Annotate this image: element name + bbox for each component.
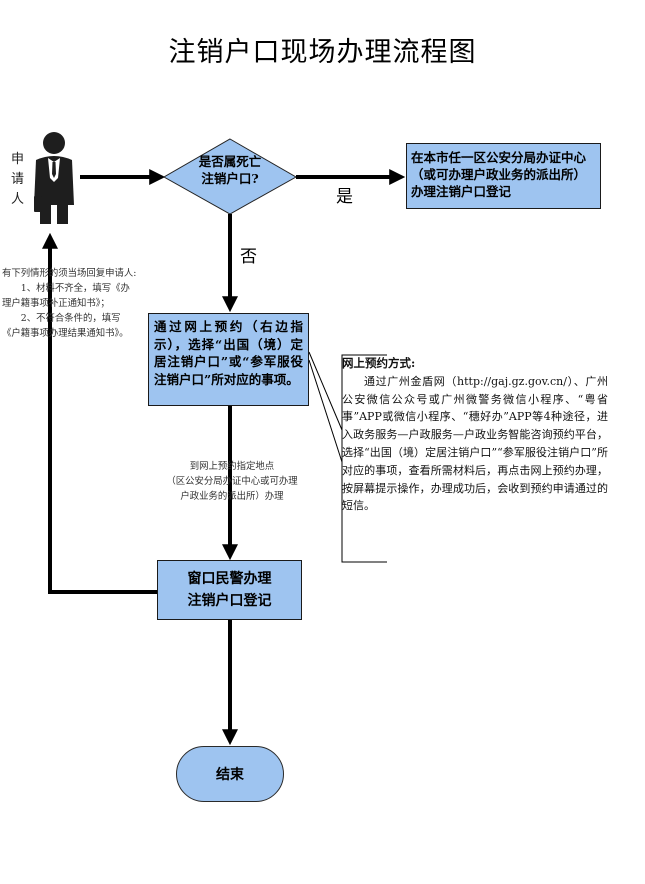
return-note-item-1: 1、材料不齐全，填写《办理户籍事项补正通知书》；	[2, 283, 130, 309]
businessman-icon	[34, 132, 74, 224]
online-booking-callout: 网上预约方式: 通过广州金盾网（http://gaj.gz.gov.cn/）、广…	[342, 355, 608, 515]
return-note-intro: 有下列情形的须当场回复申请人:	[2, 268, 137, 279]
page-title: 注销户口现场办理流程图	[168, 37, 477, 68]
booking-location-line-1: 到网上预约指定地点	[189, 461, 275, 472]
arrow-feedback	[42, 232, 157, 594]
booking-location-note: 到网上预约指定地点 （区公安分局办证中心或可办理户政业务的派出所）办理	[162, 459, 302, 504]
callout-pointer-2	[308, 359, 343, 463]
yes-label: 是	[336, 187, 353, 207]
yes-box-line-1: 在本市任一区公安分局办证中心	[411, 150, 587, 165]
return-note: 有下列情形的须当场回复申请人: 1、材料不齐全，填写《办理户籍事项补正通知书》；…	[2, 266, 138, 341]
window-processing-box: 窗口民警办理 注销户口登记	[157, 560, 302, 620]
yes-box-line-2: （或可办理户政业务的派出所）	[411, 167, 587, 182]
window-box-line-1: 窗口民警办理	[187, 571, 272, 587]
callout-body: 通过广州金盾网（http://gaj.gz.gov.cn/）、广州公安微信公众号…	[342, 374, 608, 513]
decision-line-1: 是否属死亡	[198, 154, 262, 169]
yes-branch-box: 在本市任一区公安分局办证中心 （或可办理户政业务的派出所） 办理注销户口登记	[406, 143, 601, 209]
decision-text: 是否属死亡 注销户口?	[176, 153, 284, 187]
no-label: 否	[240, 247, 257, 267]
online-booking-box: 通过网上预约（右边指示），选择“出国（境）定居注销户口”或“参军服役注销户口”所…	[148, 313, 309, 406]
applicant-label: 申请人	[11, 152, 25, 207]
booking-location-line-2: （区公安分局办证中心或可办理户政业务的派出所）办理	[166, 476, 298, 502]
window-box-line-2: 注销户口登记	[187, 593, 272, 609]
decision-line-2: 注销户口?	[201, 171, 259, 186]
return-note-item-2: 2、不符合条件的，填写《户籍事项办理结果通知书》。	[2, 313, 129, 339]
yes-box-line-3: 办理注销户口登记	[411, 184, 512, 199]
callout-bracket	[341, 354, 387, 563]
callout-pointer-1	[308, 351, 343, 431]
callout-title: 网上预约方式:	[342, 356, 416, 370]
end-terminal: 结束	[176, 746, 284, 802]
